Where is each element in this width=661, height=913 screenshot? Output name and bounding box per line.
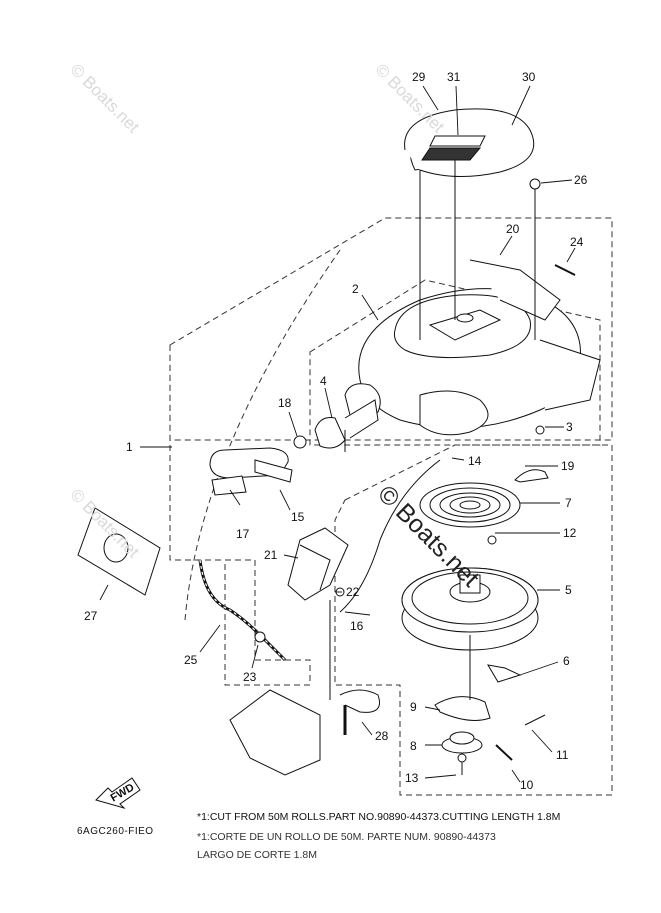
callout-5: 5 (565, 583, 572, 597)
callout-7: 7 (565, 496, 572, 510)
callout-16: 16 (350, 619, 364, 633)
callout-30: 30 (522, 70, 536, 84)
fwd-arrow-icon (95, 777, 141, 810)
callout-2: 2 (352, 282, 359, 296)
callout-numbers: 29 31 30 26 20 24 2 4 18 1 3 14 19 7 17 … (84, 70, 588, 792)
decal-parts (404, 108, 535, 177)
assembly-lines (329, 160, 536, 700)
small-parts (229, 178, 576, 776)
callout-19: 19 (561, 459, 575, 473)
callout-18: 18 (278, 396, 292, 410)
callout-1: 1 (126, 440, 133, 454)
callout-13: 13 (405, 771, 419, 785)
callout-8: 8 (410, 739, 417, 753)
cover-plate (77, 507, 161, 596)
callout-11: 11 (556, 748, 569, 762)
callout-20: 20 (506, 222, 520, 236)
callout-4: 4 (320, 374, 327, 388)
starter-housing (344, 259, 601, 436)
callout-26: 26 (574, 173, 588, 187)
dashed-group-outlines (169, 217, 613, 796)
callout-24: 24 (570, 235, 584, 249)
callout-3: 3 (566, 420, 573, 434)
note-line-2: *1:CORTE DE UN ROLLO DE 50M. PARTE NUM. … (197, 831, 496, 843)
callout-27: 27 (84, 609, 98, 623)
callout-23: 23 (243, 670, 257, 684)
callout-28: 28 (375, 729, 389, 743)
note-line-1: *1:CUT FROM 50M ROLLS.PART NO.90890-4437… (197, 811, 561, 823)
callout-15: 15 (291, 510, 305, 524)
callout-22: 22 (346, 585, 360, 599)
cables (198, 459, 441, 662)
callout-31: 31 (447, 70, 461, 84)
callout-25: 25 (184, 653, 198, 667)
sheave-drum (401, 567, 539, 651)
callout-12: 12 (563, 526, 577, 540)
callout-6: 6 (563, 654, 570, 668)
callout-leaders (99, 85, 576, 783)
callout-9: 9 (410, 700, 417, 714)
callout-21: 21 (264, 548, 278, 562)
rope-guide (314, 399, 379, 449)
callout-10: 10 (520, 778, 534, 792)
callout-14: 14 (468, 454, 482, 468)
rewind-spring (419, 482, 521, 528)
diagram-code: 6AGC260-FIEO (77, 826, 154, 837)
callout-17: 17 (236, 527, 250, 541)
starter-handle (209, 435, 307, 496)
callout-29: 29 (412, 70, 426, 84)
bracket (287, 527, 349, 601)
note-line-3: LARGO DE CORTE 1.8M (197, 849, 318, 861)
